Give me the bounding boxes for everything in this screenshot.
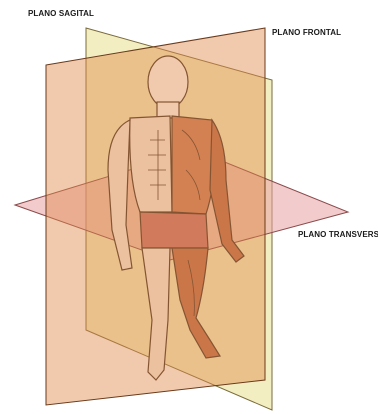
transverse-plane-label: PLANO TRANSVERS <box>298 230 378 239</box>
frontal-plane-label: PLANO FRONTAL <box>272 28 341 37</box>
sagittal-plane-label: PLANO SAGITAL <box>28 9 94 18</box>
frontal-plane <box>46 28 265 405</box>
